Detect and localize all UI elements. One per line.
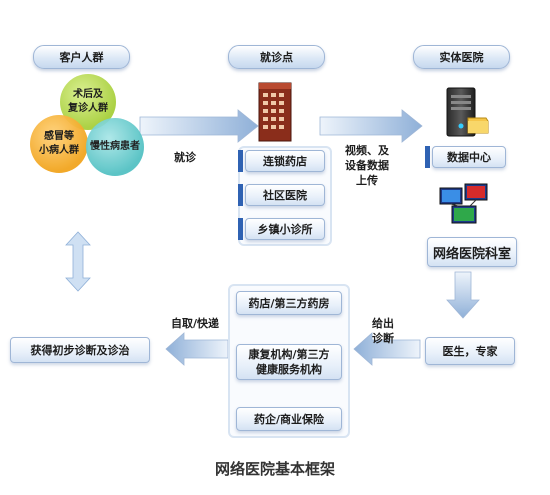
header-hospital: 实体医院	[413, 45, 510, 69]
node-community-hospital-label: 社区医院	[263, 189, 307, 202]
group-minor-label: 感冒等 小病人群	[39, 131, 79, 156]
diagram-caption: 网络医院基本框架	[214, 460, 335, 478]
arrow-clinic-to-hospital	[319, 109, 423, 143]
node-chain-pharmacy: 连锁药店	[245, 150, 325, 172]
group-chronic-circle: 慢性病患者	[86, 118, 144, 176]
node-result: 获得初步诊断及诊治	[10, 337, 150, 363]
node-online-dept-label: 网络医院科室	[432, 246, 511, 262]
node-insurance-label: 药企/商业保险	[253, 413, 325, 426]
header-clinic-label: 就诊点	[260, 51, 293, 64]
edge-label-upload: 视频、及 设备数据 上传	[345, 144, 389, 187]
group-minor-circle: 感冒等 小病人群	[30, 115, 88, 173]
arrow-services-to-result	[165, 332, 229, 366]
node-online-dept: 网络医院科室	[427, 237, 517, 267]
group-postop-label: 术后及 复诊人群	[68, 89, 108, 114]
node-insurance: 药企/商业保险	[236, 407, 342, 431]
header-clinic: 就诊点	[228, 45, 325, 69]
node-community-hospital: 社区医院	[245, 184, 325, 206]
clinic-building-icon	[258, 82, 292, 142]
header-hospital-label: 实体医院	[439, 51, 484, 64]
clinic-bar-3	[238, 218, 243, 240]
arrow-doctor-to-services	[353, 332, 421, 366]
node-chain-pharmacy-label: 连锁药店	[263, 155, 307, 168]
arrow-result-to-customers	[65, 231, 91, 292]
node-result-label: 获得初步诊断及诊治	[30, 344, 130, 357]
node-data-center: 数据中心	[432, 146, 506, 168]
arrow-dept-to-doctor	[446, 271, 480, 319]
server-icon	[446, 87, 489, 137]
node-rehab: 康复机构/第三方 健康服务机构	[236, 344, 342, 380]
node-town-clinic: 乡镇小诊所	[245, 218, 325, 240]
node-pharmacy: 药店/第三方药房	[236, 291, 342, 315]
hospital-bar-1	[425, 146, 430, 168]
node-rehab-label: 康复机构/第三方 健康服务机构	[248, 348, 330, 376]
clinic-bar-2	[238, 184, 243, 206]
node-data-center-label: 数据中心	[447, 151, 491, 164]
node-doctor-expert: 医生，专家	[425, 337, 515, 365]
network-computers-icon	[439, 183, 488, 224]
header-customers: 客户人群	[33, 45, 130, 69]
edge-label-pickup: 自取/快递	[170, 317, 220, 330]
arrow-customers-to-clinic	[139, 109, 259, 143]
group-chronic-label: 慢性病患者	[90, 141, 140, 152]
edge-label-visit: 就诊	[174, 151, 196, 164]
node-doctor-expert-label: 医生，专家	[442, 345, 498, 358]
node-pharmacy-label: 药店/第三方药房	[248, 297, 330, 310]
edge-label-diagnosis: 给出 诊断	[372, 317, 394, 345]
header-customers-label: 客户人群	[59, 51, 104, 64]
clinic-bar-1	[238, 150, 243, 172]
node-town-clinic-label: 乡镇小诊所	[257, 223, 313, 236]
